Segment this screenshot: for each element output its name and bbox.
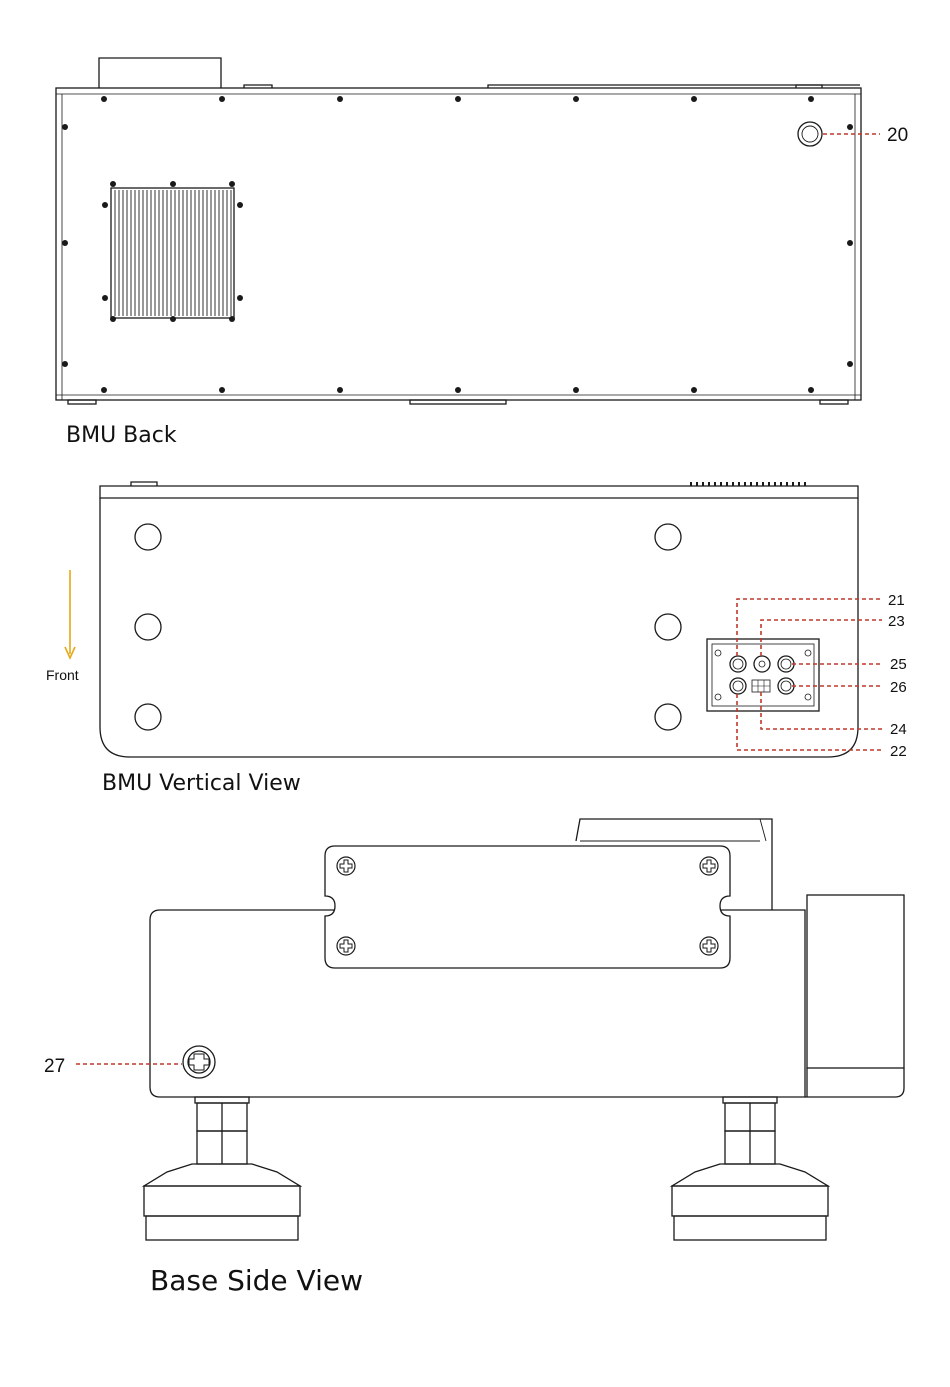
callout-24: 24 — [890, 721, 907, 738]
foot-dome — [672, 1164, 828, 1186]
screw-icon — [691, 96, 697, 102]
caption-base-side: Base Side View — [150, 1264, 363, 1297]
phillips-screw-icon — [337, 857, 355, 875]
caption-bmu-vertical: BMU Vertical View — [102, 771, 301, 796]
screw-icon — [847, 240, 853, 246]
vent-slot — [726, 482, 728, 486]
screw-icon — [110, 316, 116, 322]
screw-icon — [62, 240, 68, 246]
vent-slot — [690, 482, 692, 486]
vent-slot — [750, 482, 752, 486]
vent-slot — [762, 482, 764, 486]
vent-slot — [804, 482, 806, 486]
leveling-foot — [144, 1097, 300, 1240]
screw-icon — [573, 387, 579, 393]
vent-slot — [720, 482, 722, 486]
callout-25: 25 — [890, 656, 907, 673]
vent-slot — [798, 482, 800, 486]
foot-pad — [144, 1186, 300, 1216]
port-23 — [754, 656, 770, 672]
foot-pad — [672, 1186, 828, 1216]
phillips-screw-icon — [700, 937, 718, 955]
screw-icon — [170, 316, 176, 322]
callout-22: 22 — [890, 743, 907, 760]
screw-icon — [102, 295, 108, 301]
screw-icon — [237, 202, 243, 208]
caption-bmu-back: BMU Back — [66, 423, 177, 448]
screw-icon — [573, 96, 579, 102]
callout-20: 20 — [887, 125, 908, 146]
vent-slot — [792, 482, 794, 486]
bmu-back-screws — [62, 96, 853, 393]
vent-slot — [774, 482, 776, 486]
screw-icon — [219, 387, 225, 393]
foot-base — [146, 1216, 298, 1240]
callout-26: 26 — [890, 679, 907, 696]
vent-slot — [780, 482, 782, 486]
phillips-screw-icon — [337, 937, 355, 955]
callout-21: 21 — [888, 592, 905, 609]
vent-slot — [732, 482, 734, 486]
base-side-view — [150, 819, 904, 1097]
bmu-vertical-view — [100, 482, 858, 757]
foot-collar — [195, 1097, 249, 1103]
screw-icon — [808, 387, 814, 393]
port-25 — [778, 656, 794, 672]
vent-slot — [714, 482, 716, 486]
callout-23: 23 — [888, 613, 905, 630]
screw-icon — [455, 96, 461, 102]
screw-icon — [110, 181, 116, 187]
vent-slot — [738, 482, 740, 486]
vent-slot — [696, 482, 698, 486]
foot-collar — [723, 1097, 777, 1103]
foot-base — [674, 1216, 826, 1240]
callout-27: 27 — [44, 1056, 65, 1077]
foot-dome — [144, 1164, 300, 1186]
screw-icon — [847, 124, 853, 130]
heatsink — [111, 188, 234, 318]
base-feet — [144, 1097, 828, 1240]
leader-22 — [737, 694, 882, 750]
front-label: Front — [46, 667, 79, 683]
screw-icon — [101, 96, 107, 102]
screw-icon — [170, 181, 176, 187]
vent-slot — [702, 482, 704, 486]
leader-23 — [761, 620, 882, 656]
port-22 — [730, 678, 746, 694]
vent-slot — [768, 482, 770, 486]
screw-icon — [229, 316, 235, 322]
screw-icon — [847, 361, 853, 367]
screw-icon — [229, 181, 235, 187]
bmu-back-view — [56, 58, 861, 404]
screw-icon — [337, 387, 343, 393]
screw-icon — [219, 96, 225, 102]
leveling-foot — [672, 1097, 828, 1240]
phillips-screw-icon — [700, 857, 718, 875]
port-21 — [730, 656, 746, 672]
port-26 — [778, 678, 794, 694]
vent-slot — [744, 482, 746, 486]
screw-icon — [237, 295, 243, 301]
screw-icon — [691, 387, 697, 393]
leader-21 — [737, 599, 882, 656]
screw-icon — [62, 361, 68, 367]
vent-slot — [756, 482, 758, 486]
screw-icon — [62, 124, 68, 130]
screw-icon — [455, 387, 461, 393]
screw-icon — [101, 387, 107, 393]
screw-icon — [102, 202, 108, 208]
screw-icon — [808, 96, 814, 102]
screw-icon — [337, 96, 343, 102]
vent-slot — [786, 482, 788, 486]
vent-slot — [708, 482, 710, 486]
